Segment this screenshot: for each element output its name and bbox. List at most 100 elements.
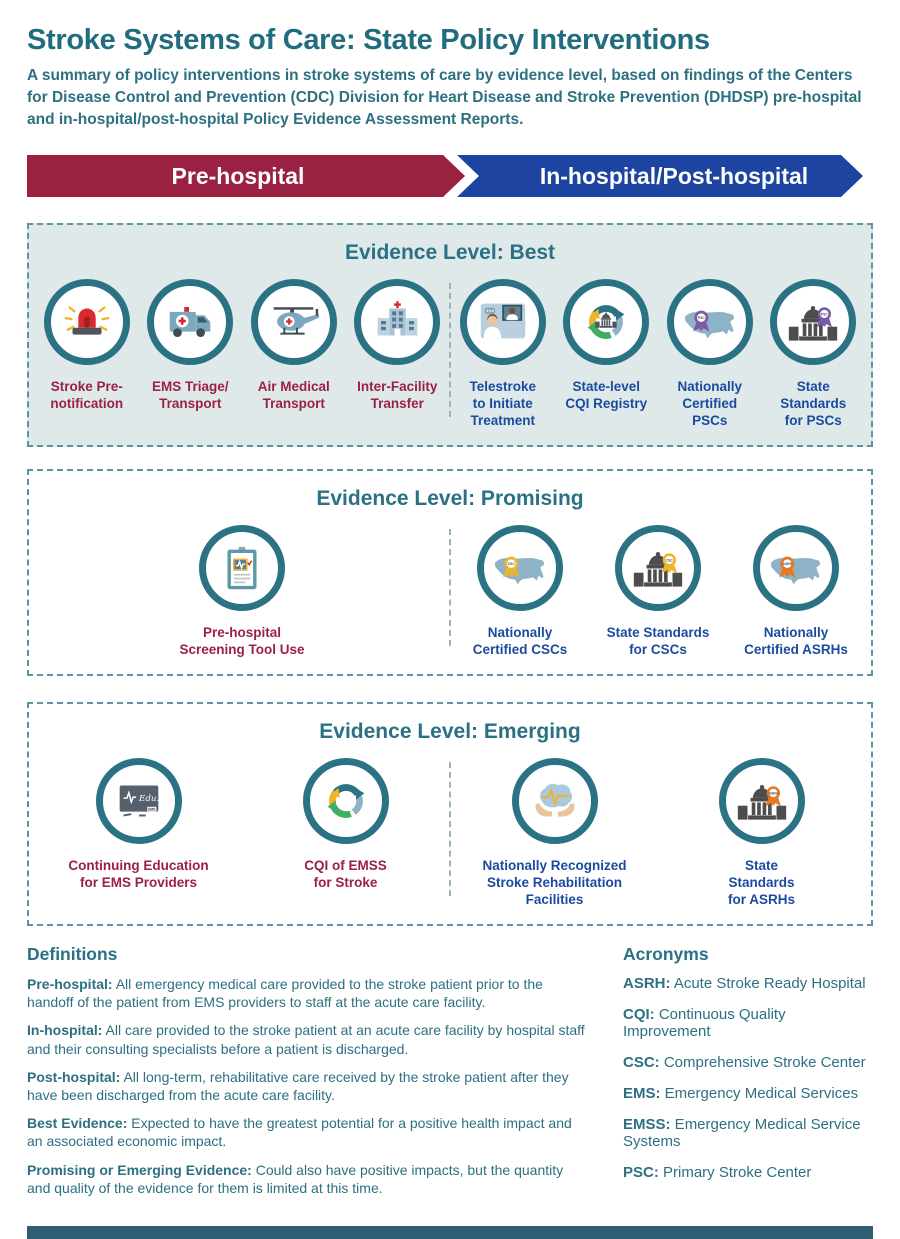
card-label: Air Medical Transport <box>257 379 330 411</box>
card-icon-circle: Edu. EMS <box>95 758 182 844</box>
card-icon-circle <box>354 279 441 365</box>
definition-item-term: Best Evidence: <box>27 1115 128 1132</box>
evidence-card: PSC State Standards for PSCs <box>765 279 862 429</box>
card-label: Pre-hospital Screening Tool Use <box>179 625 305 657</box>
card-label: Inter-Facility Transfer <box>357 379 438 411</box>
page-subtitle: A summary of policy interventions in str… <box>27 67 862 128</box>
header: Stroke Systems of Care: State Policy Int… <box>0 24 900 131</box>
definition-item-term: Post-hospital: <box>27 1068 121 1085</box>
evidence-card: Edu. EMS Continuing Education for EMS Pr… <box>39 758 239 891</box>
evidence-section-best: Evidence Level: Best Stroke Pre- notific… <box>27 223 873 447</box>
evidence-sections: Evidence Level: Best Stroke Pre- notific… <box>0 223 900 926</box>
card-icon-circle: PSC <box>666 279 753 365</box>
svg-text:ASRH: ASRH <box>783 562 793 566</box>
acronym-item-term: CQI: <box>623 1006 655 1023</box>
evidence-card: PSC Nationally Certified PSCs <box>661 279 758 429</box>
definition-item: Best Evidence: Expected to have the grea… <box>27 1115 572 1150</box>
evidence-card: Telestroke to Initiate Treatment <box>454 279 551 429</box>
evidence-section-emerging: Evidence Level: Emerging Edu. EMS Contin… <box>27 702 873 926</box>
definition-item: Pre-hospital: All emergency medical care… <box>27 976 543 1011</box>
svg-text:PSC: PSC <box>698 316 705 320</box>
svg-text:CSC: CSC <box>666 558 673 562</box>
in-post-hospital-group: Nationally Recognized Stroke Rehabilitat… <box>451 758 865 908</box>
card-icon-circle <box>250 279 337 365</box>
definition-item: In-hospital: All care provided to the st… <box>27 1022 585 1057</box>
phase-banner-row: In-hospital/Post-hospital Pre-hospital <box>27 155 873 197</box>
evidence-card: ASRH State Standards for ASRHs <box>662 758 862 908</box>
definitions-heading: Definitions <box>27 944 118 964</box>
svg-text:Edu.: Edu. <box>138 794 159 804</box>
card-label: Nationally Certified PSCs <box>677 379 742 428</box>
us-map-asrh-ribbon-icon: ASRH <box>767 539 825 597</box>
capitol-csc-ribbon-icon: CSC <box>629 539 687 597</box>
in-post-hospital-banner-label: In-hospital/Post-hospital <box>539 162 809 189</box>
page-title: Stroke Systems of Care: State Policy Int… <box>27 24 710 56</box>
definition-item: Promising or Emerging Evidence: Could al… <box>27 1161 564 1196</box>
acronym-item: EMS: Emergency Medical Services <box>623 1085 859 1102</box>
capitol-psc-ribbon-icon: PSC <box>784 293 842 351</box>
telestroke-icon <box>474 293 532 351</box>
card-icon-circle <box>43 279 130 365</box>
footer-bar <box>27 1226 873 1239</box>
card-label: State Standards for CSCs <box>606 625 710 657</box>
acronym-item-term: ASRH: <box>623 975 671 992</box>
card-icon-circle: ASRH <box>718 758 805 844</box>
card-icon-circle: CSC <box>615 525 701 611</box>
evidence-card: Nationally Recognized Stroke Rehabilitat… <box>455 758 655 908</box>
section-heading: Evidence Level: Emerging <box>319 720 581 743</box>
card-label: CQI of EMSS for Stroke <box>304 858 387 890</box>
card-icon-circle <box>302 758 389 844</box>
acronym-item: EMSS: Emergency Medical Service Systems <box>623 1116 861 1150</box>
section-heading: Evidence Level: Best <box>344 241 556 264</box>
card-label: Telestroke to Initiate Treatment <box>469 379 537 428</box>
helicopter-icon <box>265 293 323 351</box>
pre-hospital-group: Edu. EMS Continuing Education for EMS Pr… <box>35 758 449 891</box>
card-icon-circle <box>147 279 234 365</box>
card-icon-circle <box>459 279 546 365</box>
acronym-item-term: PSC: <box>623 1164 659 1181</box>
card-label: EMS Triage/ Transport <box>151 379 229 411</box>
acronym-item-term: CSC: <box>623 1054 660 1071</box>
hospital-icon <box>368 293 426 351</box>
card-label: Nationally Certified CSCs <box>472 625 568 657</box>
svg-text:PSC: PSC <box>821 312 828 316</box>
card-icon-circle <box>563 279 650 365</box>
acronym-item: CSC: Comprehensive Stroke Center <box>623 1054 866 1071</box>
evidence-card: EMS Triage/ Transport <box>142 279 239 412</box>
page-root: { "page": { "title": "Stroke Systems of … <box>0 24 900 1239</box>
card-label: State Standards for ASRHs <box>727 858 795 907</box>
definition-item-term: Promising or Emerging Evidence: <box>27 1161 252 1178</box>
definition-item-term: In-hospital: <box>27 1022 103 1039</box>
card-icon-circle: CSC <box>477 525 563 611</box>
evidence-card: Air Medical Transport <box>245 279 342 412</box>
evidence-card: Pre-hospital Screening Tool Use <box>132 525 352 658</box>
acronym-item: PSC: Primary Stroke Center <box>623 1164 812 1181</box>
siren-icon <box>58 293 116 351</box>
section-body: Stroke Pre- notification EMS Triage/ Tra… <box>35 279 865 429</box>
evidence-card: Inter-Facility Transfer <box>349 279 446 412</box>
cqi-registry-icon <box>577 293 635 351</box>
svg-text:CSC: CSC <box>508 562 516 566</box>
card-label: Continuing Education for EMS Providers <box>68 858 209 890</box>
group-divider <box>449 762 451 896</box>
acronym-item-term: EMSS: <box>623 1116 671 1133</box>
svg-text:EMS: EMS <box>148 807 156 811</box>
evidence-card: CSC State Standards for CSCs <box>594 525 722 658</box>
capitol-asrh-ribbon-icon: ASRH <box>733 772 791 830</box>
clipboard-screening-icon <box>213 539 271 597</box>
group-divider <box>449 529 451 646</box>
card-label: State-level CQI Registry <box>565 379 648 411</box>
evidence-section-promising: Evidence Level: Promising Pre-hospital S… <box>27 469 873 676</box>
chalkboard-education-icon: Edu. EMS <box>110 772 168 830</box>
pre-hospital-group: Pre-hospital Screening Tool Use <box>35 525 449 658</box>
in-post-hospital-group: Telestroke to Initiate Treatment State-l… <box>451 279 865 429</box>
pre-hospital-group: Stroke Pre- notification EMS Triage/ Tra… <box>35 279 449 412</box>
section-body: Pre-hospital Screening Tool Use CSC Nati… <box>35 525 865 658</box>
definition-item-term: Pre-hospital: <box>27 976 113 992</box>
us-map-csc-ribbon-icon: CSC <box>491 539 549 597</box>
definitions-section: Definitions Pre-hospital: All emergency … <box>27 942 585 1207</box>
card-label: State Standards for PSCs <box>780 379 847 428</box>
evidence-card: CQI of EMSS for Stroke <box>246 758 446 891</box>
in-post-hospital-group: CSC Nationally Certified CSCs CSC State … <box>451 525 865 658</box>
